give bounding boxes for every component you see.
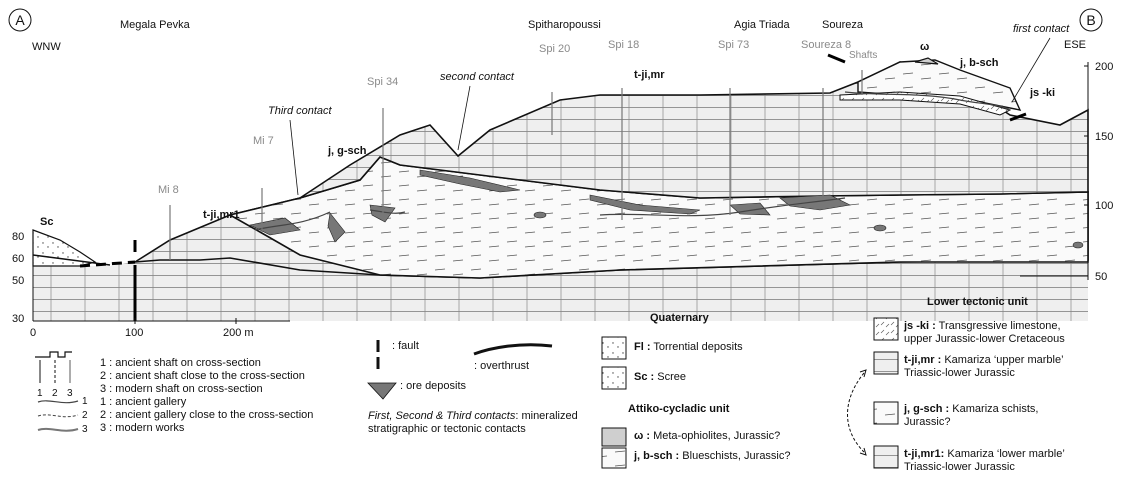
legend-gallery-2: 2 : ancient gallery close to the cross-s… [100, 409, 313, 422]
unit-label-tjimr1: t-ji,mr1 [203, 209, 240, 221]
locality-soureza: Soureza [822, 19, 864, 31]
legend-fl: Fl : Torrential deposits [634, 341, 743, 354]
bottom-tick-0: 0 [30, 327, 36, 339]
shaft-spi73: Spi 73 [718, 39, 749, 51]
right-tick-200: 200 [1095, 61, 1113, 73]
locality-agia-triada: Agia Triada [734, 19, 791, 31]
contact-third: Third contact [268, 105, 333, 117]
legend-jski: js -ki : Transgressive limestone,upper J… [904, 320, 1065, 346]
end-b-label: B [1086, 12, 1095, 28]
legend-shaft-1: 1 : ancient shaft on cross-section [100, 357, 305, 370]
gallery-num-3: 3 [82, 424, 88, 435]
legend-fault: : fault [392, 340, 419, 353]
contact-second-leader [458, 86, 470, 150]
shaft-num-3: 3 [67, 388, 73, 399]
unit-scree [33, 230, 95, 266]
shaft-soureza8: Soureza 8 [801, 39, 851, 51]
unit-label-omega: ω [920, 41, 929, 53]
locality-megala-pevka: Megala Pevka [120, 19, 191, 31]
left-tick-80: 80 [12, 231, 24, 243]
unit-label-jbsch: j, b-sch [959, 57, 999, 69]
legend-overthrust: : overthrust [474, 360, 529, 373]
legend-tjimr1: t-ji,mr1: Kamariza ‘lower marble’Triassi… [904, 448, 1065, 474]
dir-left: WNW [32, 41, 61, 53]
legend-contacts-title: First, Second & Third contacts [368, 410, 515, 422]
bottom-tick-200: 200 m [223, 327, 254, 339]
gallery-num-2: 2 [82, 410, 88, 421]
right-tick-100: 100 [1095, 200, 1113, 212]
right-tick-150: 150 [1095, 131, 1113, 143]
unit-label-tjimr: t-ji,mr [634, 69, 665, 81]
legend-lower-title: Lower tectonic unit [927, 296, 1028, 309]
legend-bsch: j, b-sch : Blueschists, Jurassic? [634, 450, 791, 463]
shaft-mi8: Mi 8 [158, 184, 179, 196]
unit-label-jski: js -ki [1029, 87, 1055, 99]
geology-layers [33, 58, 1088, 321]
legend-gallery-3: 3 : modern works [100, 422, 313, 435]
legend-quaternary-title: Quaternary [650, 312, 709, 325]
legend-shaft-2: 2 : ancient shaft close to the cross-sec… [100, 370, 305, 383]
left-tick-30: 30 [12, 313, 24, 325]
gallery-num-1: 1 [82, 396, 88, 407]
dir-right: ESE [1064, 39, 1086, 51]
right-tick-50: 50 [1095, 271, 1107, 283]
shaft-spi20: Spi 20 [539, 43, 570, 55]
shaft-spi34: Spi 34 [367, 76, 398, 88]
end-a-label: A [15, 12, 25, 28]
shaft-spi18: Spi 18 [608, 39, 639, 51]
legend-tjimr: t-ji,mr : Kamariza ‘upper marble’Triassi… [904, 354, 1064, 380]
legend-gallery-1: 1 : ancient gallery [100, 396, 313, 409]
left-tick-60: 60 [12, 253, 24, 265]
legend-gallery-items: 1 : ancient gallery 2 : ancient gallery … [100, 396, 313, 435]
bottom-tick-100: 100 [125, 327, 143, 339]
legend-contacts: First, Second & Third contacts: minerali… [368, 410, 593, 436]
legend-shaft-items: 1 : ancient shaft on cross-section 2 : a… [100, 357, 305, 396]
legend-sc: Sc : Scree [634, 371, 686, 384]
unit-label-jgsch: j, g-sch [327, 145, 367, 157]
legend-attiko-title: Attiko-cycladic unit [628, 403, 729, 416]
shaft-shafts: Shafts [849, 50, 877, 61]
unit-label-sc: Sc [40, 216, 53, 228]
contact-third-leader [290, 120, 298, 195]
shaft-mi7: Mi 7 [253, 135, 274, 147]
contact-second: second contact [440, 71, 515, 83]
legend-ore: : ore deposits [400, 380, 466, 393]
left-tick-50: 50 [12, 275, 24, 287]
legend-omega: ω : Meta-ophiolites, Jurassic? [634, 430, 780, 443]
shaft-num-2: 2 [52, 388, 58, 399]
contact-first: first contact [1013, 23, 1070, 35]
shaft-num-1: 1 [37, 388, 43, 399]
legend-shaft-3: 3 : modern shaft on cross-section [100, 383, 305, 396]
legend-gsch: j, g-sch : Kamariza schists,Jurassic? [904, 403, 1038, 429]
locality-spitharopoussi: Spitharopoussi [528, 19, 601, 31]
